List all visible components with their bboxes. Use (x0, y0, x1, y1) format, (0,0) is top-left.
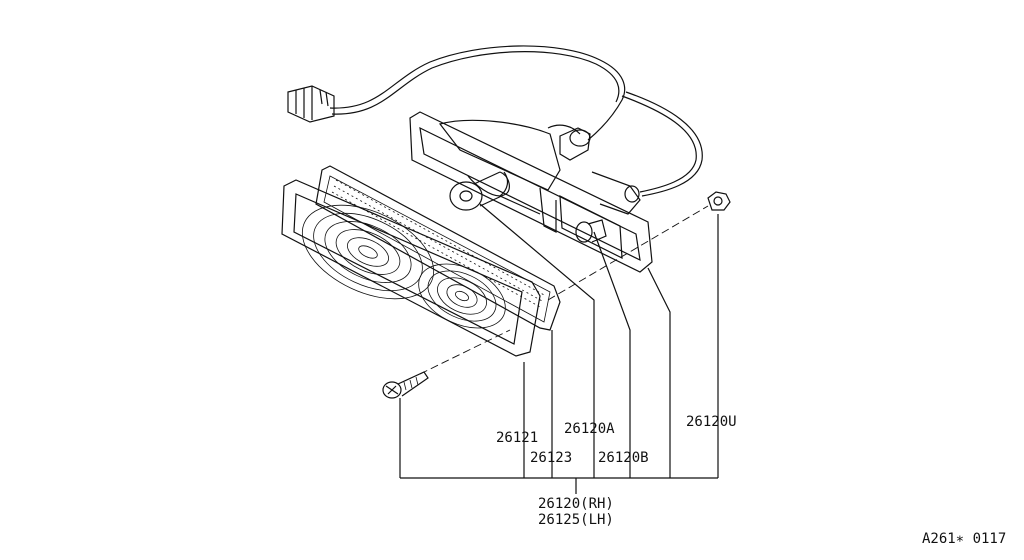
label-26120U: 26120U (686, 414, 737, 430)
assembly-line-screw (419, 329, 511, 375)
label-26123: 26123 (530, 450, 573, 466)
assembly-line-nut (547, 205, 709, 301)
nut (707, 191, 731, 211)
label-26120B: 26120B (598, 450, 649, 466)
label-26120A: 26120A (564, 421, 615, 437)
label-26121: 26121 (496, 430, 539, 446)
lens-optic-left (301, 204, 435, 300)
label-assembly-lh: 26125(LH) (538, 512, 614, 528)
wire-harness (287, 45, 703, 197)
lens-optic-right (418, 263, 506, 329)
lamp-housing (409, 111, 653, 273)
bulb-socket-a (449, 171, 510, 211)
lens (281, 179, 541, 357)
screw (382, 371, 429, 399)
bulb-b (575, 219, 607, 243)
connector-plug (287, 85, 335, 123)
leader-lines (399, 203, 719, 494)
figure-code: A261∗ 0117 (922, 531, 1007, 547)
label-assembly-rh: 26120(RH) (538, 496, 614, 512)
